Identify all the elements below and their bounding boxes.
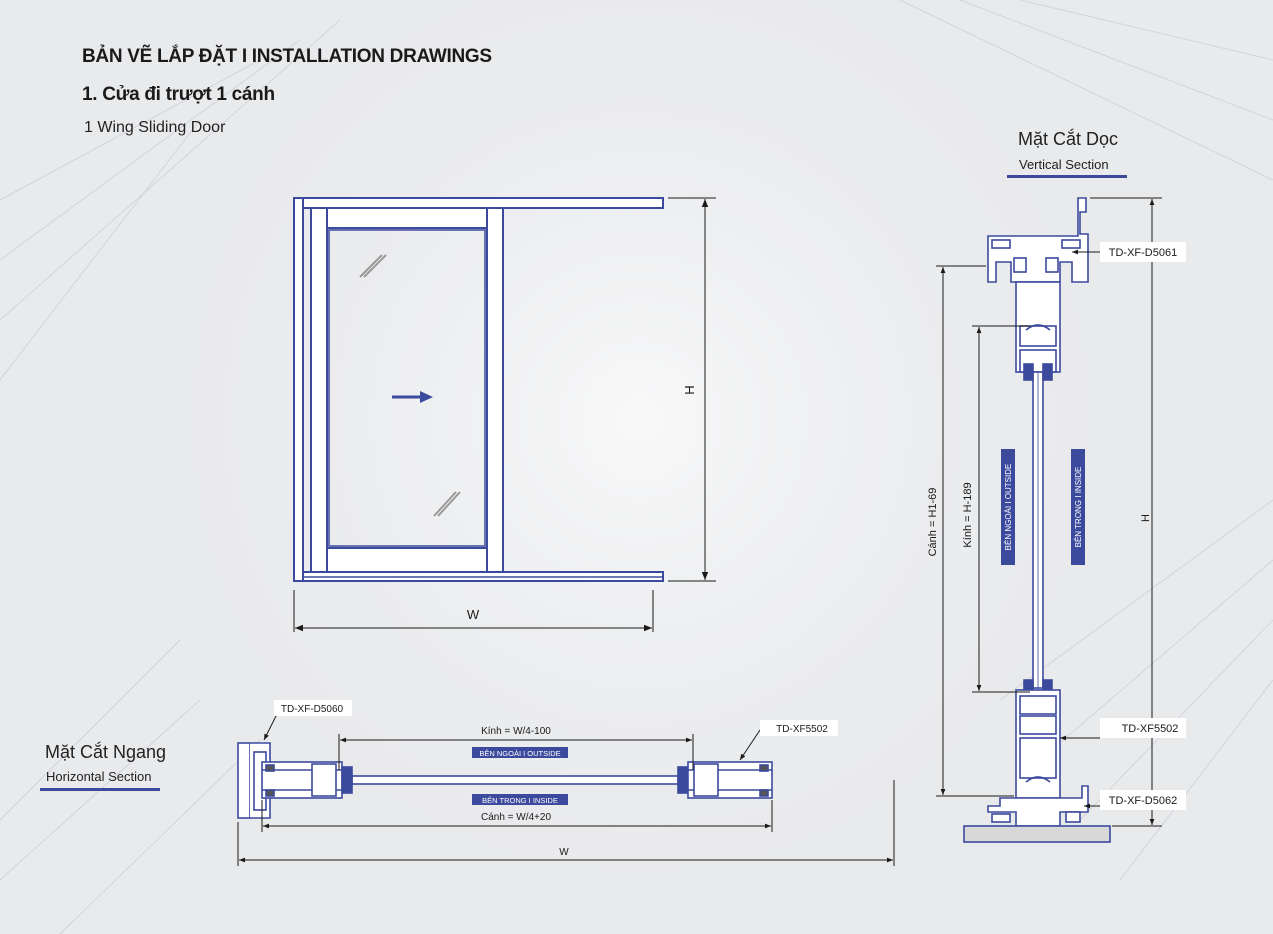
horizontal-side-labels: BÊN NGOÀI I OUTSIDE BÊN TRONG I INSIDE xyxy=(472,747,568,805)
vertical-section-subtitle: Vertical Section xyxy=(1019,157,1109,172)
callout-bottom-frame: TD-XF-D5062 xyxy=(1109,795,1177,807)
vertical-sash-dimension: Cánh = H1-69 xyxy=(927,488,939,557)
vertical-outside-label: BÊN NGOÀI I OUTSIDE xyxy=(1004,464,1013,551)
horizontal-section-profiles xyxy=(237,742,773,819)
callout-top-frame: TD-XF-D5061 xyxy=(1109,247,1177,259)
horizontal-section-dimensions xyxy=(237,711,895,866)
vertical-section-title: Mặt Cắt Dọc xyxy=(1018,129,1119,149)
callout-sash-stile: TD-XF5502 xyxy=(776,724,828,735)
horizontal-section-underline xyxy=(40,788,160,791)
door-elevation xyxy=(293,197,664,582)
elevation-height-label: H xyxy=(682,385,697,394)
vertical-callouts: TD-XF-D5061 TD-XF5502 TD-XF-D5062 xyxy=(1100,242,1186,810)
vertical-section-profiles xyxy=(963,197,1111,843)
horizontal-inside-label: BÊN TRONG I INSIDE xyxy=(482,796,558,805)
horizontal-callouts: TD-XF-D5060 TD-XF5502 xyxy=(274,700,838,736)
page-subtitle-en: 1 Wing Sliding Door xyxy=(84,119,226,136)
vertical-height-label: H xyxy=(1140,514,1152,522)
elevation-dimensions xyxy=(293,197,716,632)
callout-jamb: TD-XF-D5060 xyxy=(281,704,344,715)
horizontal-sash-dimension: Cánh = W/4+20 xyxy=(481,812,551,823)
vertical-side-labels: BÊN NGOÀI I OUTSIDE BÊN TRONG I INSIDE xyxy=(1001,449,1085,565)
vertical-glass-dimension: Kính = H-189 xyxy=(962,482,974,547)
page-title: BẢN VẼ LẮP ĐẶT I INSTALLATION DRAWINGS xyxy=(82,46,492,67)
callout-sash-rail: TD-XF5502 xyxy=(1122,723,1179,735)
vertical-outside-tag xyxy=(1001,449,1015,565)
vertical-inside-label: BÊN TRONG I INSIDE xyxy=(1074,467,1083,548)
horizontal-outside-tag xyxy=(472,747,568,758)
sliding-direction-arrow-icon xyxy=(392,391,433,403)
vertical-section-underline xyxy=(1007,175,1127,178)
page-subtitle: 1. Cửa đi trượt 1 cánh xyxy=(82,84,275,105)
horizontal-section-subtitle: Horizontal Section xyxy=(46,769,152,784)
horizontal-glass-dimension: Kính = W/4-100 xyxy=(481,726,551,737)
vertical-inside-tag xyxy=(1071,449,1085,565)
horizontal-section-title: Mặt Cắt Ngang xyxy=(45,742,167,762)
elevation-width-label: W xyxy=(467,607,480,622)
horizontal-width-label: W xyxy=(559,847,569,858)
horizontal-inside-tag xyxy=(472,794,568,805)
horizontal-outside-label: BÊN NGOÀI I OUTSIDE xyxy=(479,749,560,758)
glass-reflection-marks xyxy=(359,254,461,517)
